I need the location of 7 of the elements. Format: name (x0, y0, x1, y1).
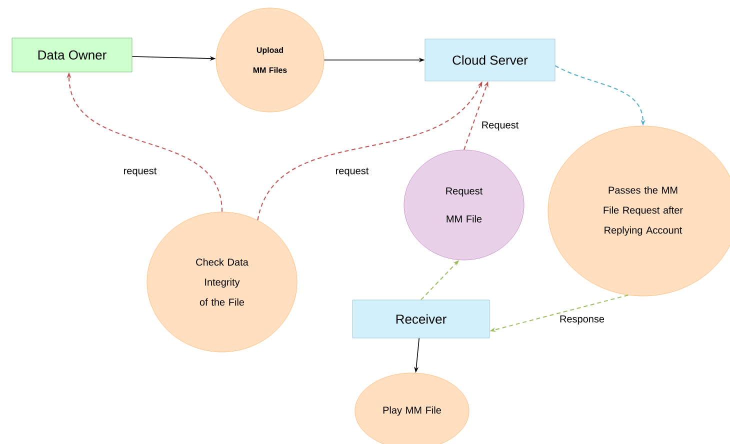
process-box: Cloud Server (424, 38, 556, 82)
process-box: Data Owner (12, 38, 132, 72)
process-box: Receiver (352, 300, 490, 338)
edge-label: Request (480, 120, 520, 132)
edge-label: request (334, 166, 370, 178)
edge-label: Response (558, 314, 606, 326)
edge-label: request (122, 166, 158, 178)
